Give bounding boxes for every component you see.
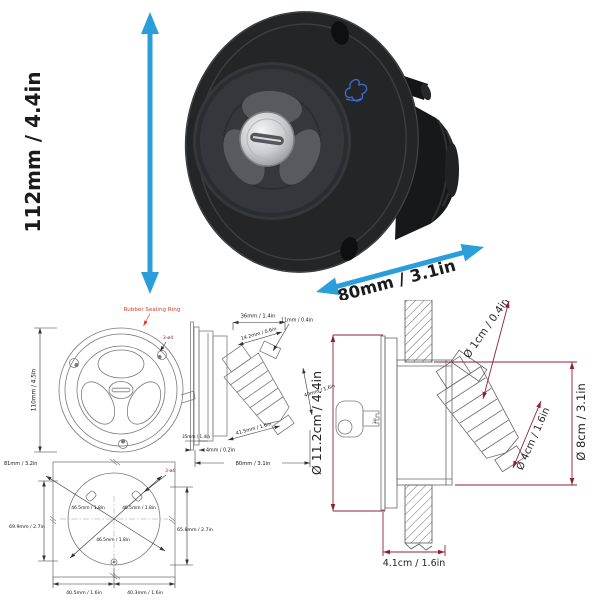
cross-section-drawing: 1in bbox=[335, 300, 525, 551]
cutout-radius-left-label: 46.5mm / 1.8in bbox=[71, 505, 105, 511]
front-height-label: 110mm / 4.5in bbox=[32, 368, 38, 411]
cutout-hole-spec-label: 3-ø4 bbox=[165, 468, 175, 474]
section-depth-label: 4.1cm / 1.6in bbox=[383, 558, 446, 569]
template-screw-slot bbox=[131, 490, 143, 502]
width-dimension-label: 80mm / 3.1in bbox=[335, 256, 457, 300]
side-view-drawing bbox=[190, 321, 295, 451]
lock-cylinder bbox=[239, 111, 295, 167]
height-dimension-arrow bbox=[141, 12, 159, 294]
template-screw-slot bbox=[85, 490, 97, 502]
screw-hole bbox=[340, 237, 358, 261]
barb-base-diameter-label: 41.5mm / 1.6in bbox=[235, 421, 272, 436]
key-size-label: 1in bbox=[372, 417, 377, 424]
technical-drawings: 110mm / 4.5in Rubber Sealing Ring 3-ø4 3… bbox=[4, 300, 588, 596]
key-icon: 1in bbox=[335, 400, 380, 438]
front-view-dimensions: 110mm / 4.5in Rubber Sealing Ring 3-ø4 bbox=[32, 307, 181, 453]
cross-section-dimensions: Ø 11.2cm / 4.4in Ø 8cm / 3.1in Ø 1cm / 0… bbox=[309, 300, 588, 569]
section-nipple-dia-label: Ø 1cm / 0.4in bbox=[461, 300, 511, 361]
angled-hose-barb bbox=[221, 344, 295, 436]
deck-fill-cap bbox=[184, 11, 459, 273]
product-photo: 112mm / 4.4in bbox=[21, 11, 485, 300]
sealing-ring-label: Rubber Sealing Ring bbox=[124, 307, 181, 313]
cutout-template-drawing bbox=[49, 458, 176, 580]
section-flange-dia-label: Ø 11.2cm / 4.4in bbox=[309, 371, 324, 475]
tip-diameter-label: 11mm / 0.4in bbox=[281, 318, 313, 324]
template-bottom-hole bbox=[110, 558, 118, 566]
flange-thickness-label: 4mm / 0.2in bbox=[206, 448, 235, 454]
keyhole bbox=[250, 132, 284, 146]
inset-label: 35mm / 1.4in bbox=[182, 434, 210, 439]
neck-diameter-label: 14.2mm / 0.6in bbox=[240, 326, 277, 342]
screw-hole bbox=[331, 21, 349, 45]
hole-spec-label: 3-ø4 bbox=[163, 335, 173, 341]
cutout-dimensions: 81mm / 3.2in 46.5mm / 1.8in 46.5mm / 1.8… bbox=[4, 461, 213, 596]
section-barb-dia-label: Ø 4cm / 1.6in bbox=[514, 406, 552, 472]
side-top-width-label: 36mm / 1.4in bbox=[241, 314, 276, 320]
cutout-bottom-left-label: 40.5mm / 1.6in bbox=[66, 590, 102, 596]
height-dimension-label: 112mm / 4.4in bbox=[21, 71, 45, 232]
section-hole-dia-label: Ø 8cm / 3.1in bbox=[574, 383, 588, 461]
cutout-bottom-right-label: 40.3mm / 1.6in bbox=[127, 590, 163, 596]
side-overall-width-label: 80mm / 3.1in bbox=[236, 461, 271, 467]
cutout-right-height-label: 65.8mm / 2.7in bbox=[177, 527, 213, 533]
brand-watermark-icon bbox=[344, 78, 368, 102]
cutout-radius-right-label: 46.5mm / 1.8in bbox=[122, 505, 156, 511]
front-view-drawing bbox=[58, 327, 196, 453]
cutout-radius-bottom-label: 46.5mm / 1.8in bbox=[96, 537, 130, 543]
width-dimension-arrow bbox=[316, 243, 485, 295]
section-hose-barb bbox=[435, 355, 525, 473]
cutout-flange-dia-label: 81mm / 3.2in bbox=[4, 461, 37, 467]
cutout-left-height-label: 69.9mm / 2.7in bbox=[9, 524, 45, 530]
